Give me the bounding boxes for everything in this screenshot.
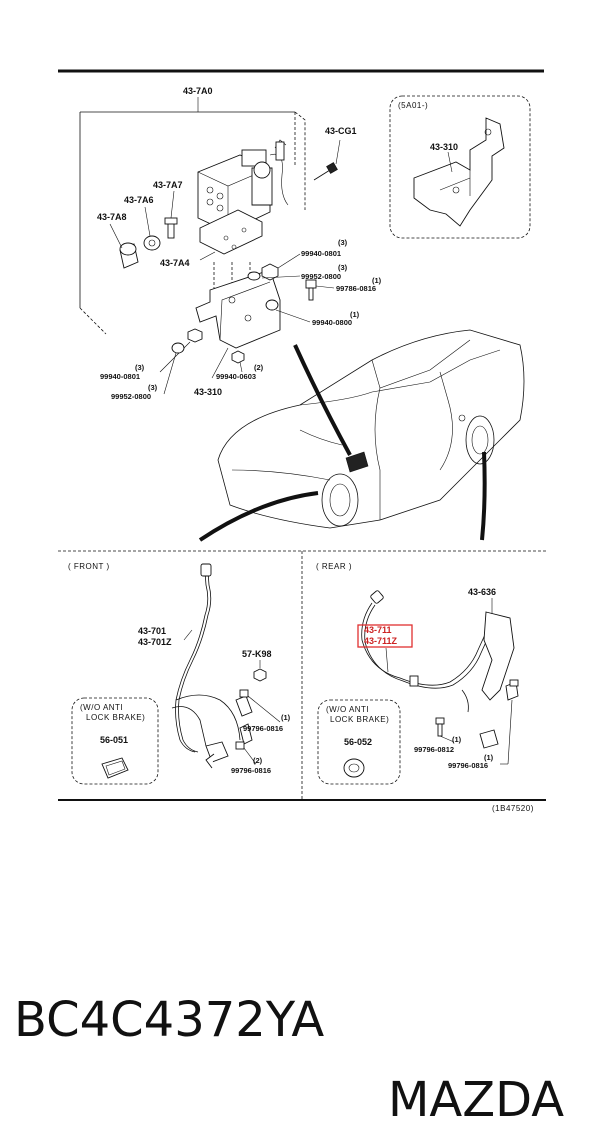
- svg-text:(1): (1): [281, 713, 291, 722]
- svg-text:(2): (2): [254, 363, 264, 372]
- svg-text:43-636: 43-636: [468, 587, 496, 597]
- svg-text:LOCK BRAKE): LOCK BRAKE): [330, 715, 389, 724]
- parts-diagram: 43-7A0 43-7A7: [58, 69, 546, 813]
- fastener-nut-0801: (3) 99940-0801: [261, 238, 348, 281]
- svg-text:(5A01-): (5A01-): [398, 101, 428, 110]
- svg-text:(1): (1): [350, 310, 360, 319]
- svg-text:(3): (3): [135, 363, 145, 372]
- fastener-nut-0800c: (3) 99952-0800: [111, 342, 185, 401]
- svg-text:99952-0800: 99952-0800: [301, 272, 341, 281]
- svg-text:99796-0816: 99796-0816: [448, 761, 488, 770]
- pointer-rear: [480, 451, 487, 541]
- svg-text:99786-0816: 99786-0816: [336, 284, 376, 293]
- part-bracket-bolt: 43-CG1: [313, 126, 357, 181]
- svg-text:43-7A7: 43-7A7: [153, 180, 183, 190]
- svg-text:43-701Z: 43-701Z: [138, 637, 172, 647]
- svg-text:LOCK BRAKE): LOCK BRAKE): [86, 713, 145, 722]
- svg-text:43-CG1: 43-CG1: [325, 126, 357, 136]
- rear-section: ( REAR ) 43-636 43-711 43-711Z (1) 99796…: [316, 562, 519, 785]
- svg-text:43-310: 43-310: [194, 387, 222, 397]
- svg-text:99796-0816: 99796-0816: [231, 766, 271, 775]
- svg-text:( REAR ): ( REAR ): [316, 562, 352, 571]
- part-insulator: 43-7A8: [97, 212, 139, 269]
- svg-text:(W/O ANTI: (W/O ANTI: [326, 705, 369, 714]
- part-number: BC4C4372YA: [14, 992, 325, 1048]
- figure-id: (1B47520): [492, 804, 534, 813]
- part-cushion: 43-7A6: [124, 195, 161, 251]
- svg-text:(2): (2): [253, 756, 263, 765]
- svg-text:57-K98: 57-K98: [242, 649, 272, 659]
- svg-text:(3): (3): [338, 238, 348, 247]
- svg-text:43-711Z: 43-711Z: [364, 636, 398, 646]
- fastener-nut-0800: (3) 99952-0800: [247, 263, 348, 281]
- svg-text:43-701: 43-701: [138, 626, 166, 636]
- svg-text:(3): (3): [148, 383, 158, 392]
- svg-text:99940-0603: 99940-0603: [216, 372, 256, 381]
- svg-text:(1): (1): [452, 735, 462, 744]
- inset-5a01: (5A01-) 43-310: [389, 95, 531, 239]
- pointer-hu: [293, 344, 352, 456]
- car-illustration: [217, 329, 525, 529]
- pointer-front: [198, 491, 319, 542]
- svg-text:(1): (1): [484, 753, 494, 762]
- hydraulic-unit: [197, 139, 289, 255]
- svg-text:99796-0812: 99796-0812: [414, 745, 454, 754]
- svg-text:99940-0800: 99940-0800: [312, 318, 352, 327]
- brand-name: MAZDA: [388, 1072, 565, 1128]
- svg-text:43-7A8: 43-7A8: [97, 212, 127, 222]
- fastener-bolt-0816: (1) 99786-0816: [305, 276, 382, 301]
- svg-text:56-051: 56-051: [100, 735, 128, 745]
- svg-text:43-711: 43-711: [364, 625, 392, 635]
- svg-text:( FRONT ): ( FRONT ): [68, 562, 110, 571]
- svg-text:43-7A6: 43-7A6: [124, 195, 154, 205]
- front-section: ( FRONT ) 43-701 43-701Z 57-K98 (1) 9979…: [68, 562, 291, 785]
- svg-text:(1): (1): [372, 276, 382, 285]
- svg-text:(W/O ANTI: (W/O ANTI: [80, 703, 123, 712]
- part-caption: BC4C4372YA MAZDA: [0, 900, 600, 1128]
- bracket-main: 43-310: [194, 269, 281, 397]
- svg-text:(3): (3): [338, 263, 348, 272]
- svg-text:99796-0816: 99796-0816: [243, 724, 283, 733]
- fastener-nut-0800b: (1) 99940-0800: [265, 299, 360, 327]
- fastener-nut-0603: (2) 99940-0603: [216, 350, 264, 381]
- svg-text:99940-0801: 99940-0801: [100, 372, 140, 381]
- svg-text:56-052: 56-052: [344, 737, 372, 747]
- part-relay: 43-7A7: [153, 180, 183, 239]
- svg-text:99940-0801: 99940-0801: [301, 249, 341, 258]
- label-hu-assembly: 43-7A0: [183, 86, 213, 96]
- fastener-nut-0801b: (3) 99940-0801: [100, 328, 203, 381]
- hu-assembly-group: 43-7A0 43-7A7: [79, 86, 357, 335]
- highlight-box: [357, 624, 413, 648]
- label-holder: 43-7A4: [160, 258, 190, 268]
- svg-text:99952-0800: 99952-0800: [111, 392, 151, 401]
- svg-text:43-310: 43-310: [430, 142, 458, 152]
